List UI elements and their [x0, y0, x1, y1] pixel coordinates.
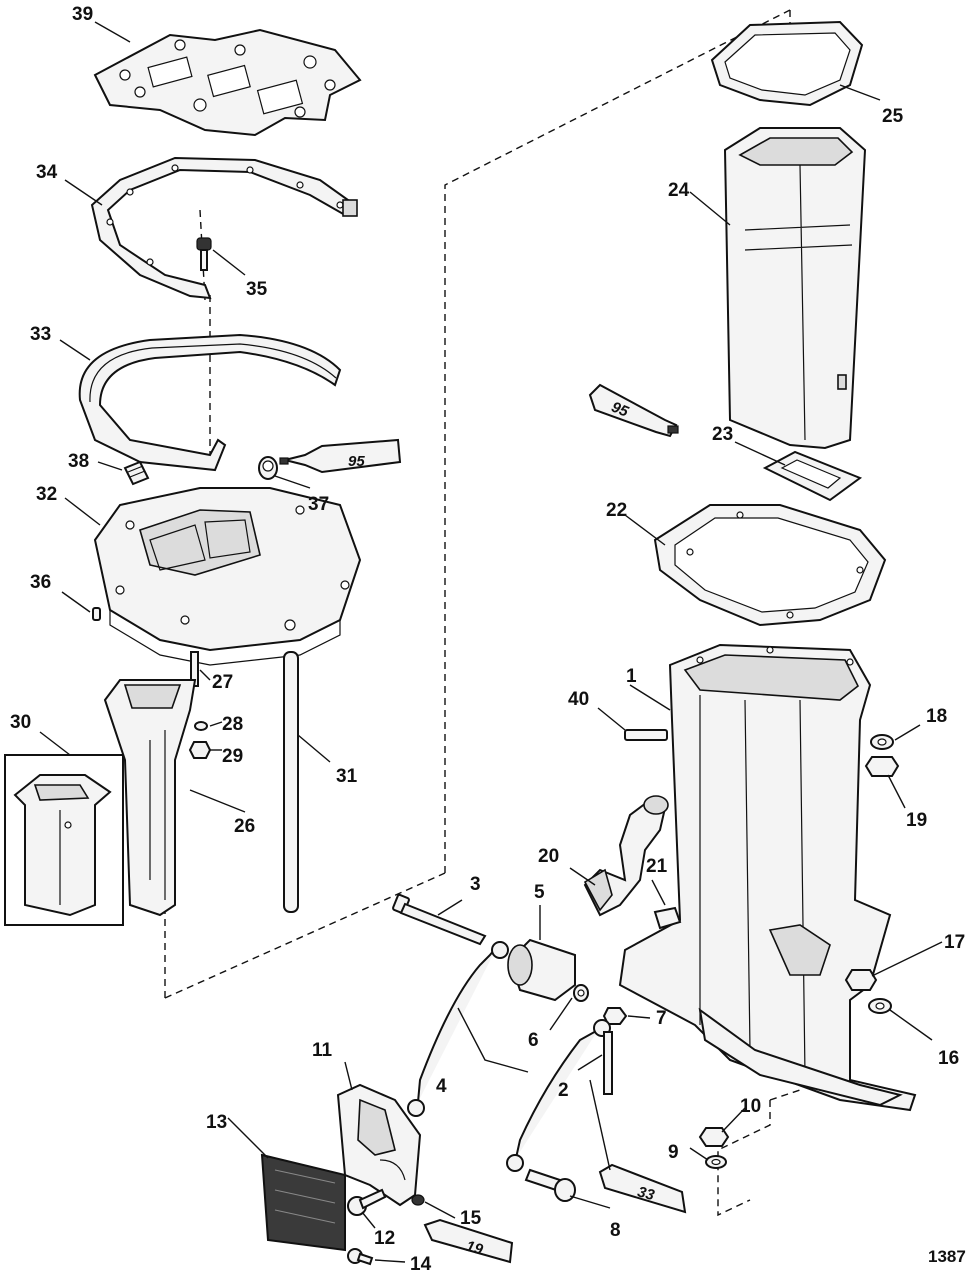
part-4-ground-strap-b: [506, 1019, 611, 1172]
callout-20: 20: [538, 846, 559, 867]
callout-10: 10: [740, 1096, 761, 1117]
part-9-washer: [705, 1155, 727, 1169]
tube-95-lower-text: 95: [609, 399, 631, 421]
part-10-nut: [698, 1127, 730, 1147]
callout-23: 23: [712, 424, 733, 445]
part-35-screw: [196, 237, 212, 271]
part-1-driveshaft-housing: [618, 643, 917, 1112]
callout-8: 8: [610, 1220, 621, 1241]
callout-38: 38: [68, 451, 89, 472]
callout-15: 15: [460, 1208, 482, 1229]
part-18-washer: [870, 734, 894, 750]
tube-95-upper-text: 95: [348, 453, 365, 470]
callout-3: 3: [470, 874, 481, 895]
tube-95-right: 95: [588, 383, 679, 438]
tube-95-upper: 95: [279, 438, 402, 474]
part-40-pin: [624, 729, 668, 741]
callout-19: 19: [906, 810, 927, 831]
part-13-anode: [260, 1153, 346, 1252]
callout-9: 9: [668, 1142, 679, 1163]
part-25-seal: [710, 20, 864, 107]
callout-32: 32: [36, 484, 57, 505]
callout-12: 12: [374, 1228, 395, 1249]
part-36-dowel: [92, 607, 101, 621]
part-24-housing: [723, 127, 867, 450]
part-3-bolt: [392, 893, 487, 946]
callout-21: 21: [646, 856, 668, 877]
tube-19-text: 19: [464, 1238, 485, 1259]
part-34-seal-ring: [90, 156, 358, 300]
callout-11: 11: [312, 1040, 333, 1061]
part-16-washer: [868, 998, 892, 1014]
callout-37: 37: [308, 494, 329, 515]
callout-26: 26: [234, 816, 255, 837]
tube-33-text: 33: [636, 1183, 657, 1204]
part-17-nut: [844, 969, 878, 991]
leader-lines: [39, 21, 943, 1263]
callout-labels: 39 34 35 33 38 32 37 36 27 28 29 26 30 3…: [10, 4, 965, 1275]
figure-number: 1387: [928, 1247, 966, 1266]
callout-30: 30: [10, 712, 31, 733]
callout-34: 34: [36, 162, 58, 183]
callout-39: 39: [72, 4, 93, 25]
part-2-stud: [603, 1031, 613, 1095]
callout-35: 35: [246, 279, 268, 300]
part-28-washer: [194, 721, 208, 731]
callout-28: 28: [222, 714, 243, 735]
part-14-screw: [347, 1248, 374, 1266]
callout-4: 4: [436, 1076, 447, 1097]
tube-19: 19: [423, 1218, 514, 1264]
callout-17: 17: [944, 932, 965, 953]
part-7-nut: [602, 1007, 628, 1025]
callout-13: 13: [206, 1112, 227, 1133]
part-21-plug: [653, 906, 682, 930]
part-6-washer: [573, 984, 589, 1002]
part-39-gasket: [93, 28, 362, 137]
part-30-inset: [4, 754, 124, 926]
callout-1: 1: [626, 666, 637, 687]
callout-7: 7: [656, 1008, 667, 1029]
callout-33: 33: [30, 324, 51, 345]
callout-22: 22: [606, 500, 627, 521]
part-11-bracket: [336, 1083, 422, 1207]
part-33-seal: [78, 333, 342, 472]
part-15-washer: [411, 1194, 425, 1206]
part-29-nut: [188, 741, 212, 759]
part-22-gasket: [653, 504, 887, 627]
part-26-exhaust-tube: [103, 679, 197, 917]
callout-29: 29: [222, 746, 243, 767]
callout-24: 24: [668, 180, 690, 201]
callout-6: 6: [528, 1030, 539, 1051]
part-23-seal: [762, 450, 863, 502]
callout-27: 27: [212, 672, 233, 693]
callout-31: 31: [336, 766, 358, 787]
part-5-mount: [507, 938, 576, 1002]
callout-5: 5: [534, 882, 545, 903]
part-19-nut: [864, 756, 900, 777]
part-31-rod: [283, 651, 299, 913]
part-20-water-tube: [583, 795, 669, 917]
callout-40: 40: [568, 689, 589, 710]
tube-33: 33: [598, 1163, 687, 1214]
callout-14: 14: [410, 1254, 432, 1275]
part-38-plug: [123, 460, 150, 486]
callout-18: 18: [926, 706, 947, 727]
part-8-screw: [524, 1168, 576, 1202]
part-4-ground-strap-a: [407, 941, 509, 1117]
callout-16: 16: [938, 1048, 959, 1069]
part-37-seal: [258, 456, 278, 480]
callout-2: 2: [558, 1080, 569, 1101]
part-12-screw: [347, 1188, 387, 1216]
part-32-adapter-plate: [93, 487, 362, 666]
callout-25: 25: [882, 106, 904, 127]
callout-36: 36: [30, 572, 51, 593]
